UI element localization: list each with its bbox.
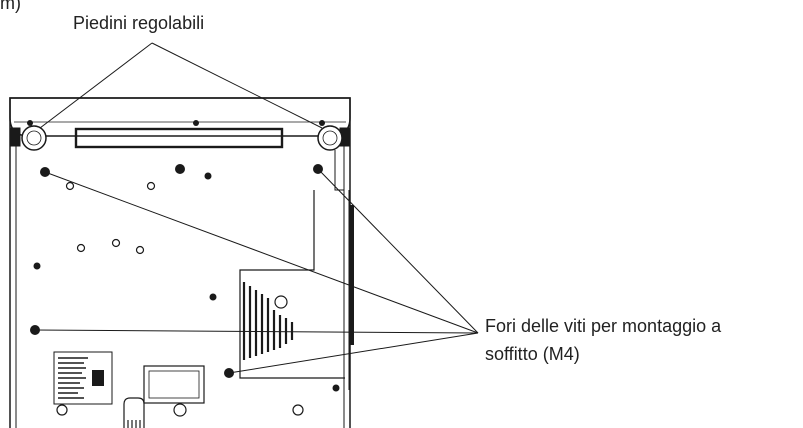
ceiling-holes-label-line1: Fori delle viti per montaggio a (485, 316, 722, 336)
cut-caption-text: m) (0, 0, 21, 13)
screw-hole-icon (33, 262, 41, 270)
leader-hole-2 (317, 168, 479, 334)
screw-hole-icon (204, 172, 212, 180)
vent-slats (242, 282, 294, 360)
bottom-recess (143, 365, 205, 404)
leader-hole-3 (34, 329, 479, 334)
screw-hole-icon (209, 293, 217, 301)
cable-teeth (127, 420, 141, 428)
ceiling-holes-label-line2: soffitto (M4) (485, 344, 580, 364)
vent-slot (74, 127, 284, 149)
leader-hole-1 (44, 171, 479, 334)
open-holes (56, 181, 304, 417)
leader-lines (34, 42, 479, 374)
adjustable-foot-right (317, 125, 351, 151)
leader-feet-right (151, 42, 323, 129)
screw-hole-icon (175, 164, 185, 174)
bottom-recess-inner (148, 370, 200, 399)
right-ridge (334, 150, 344, 191)
top-markers (27, 120, 325, 126)
cable-holder (123, 397, 145, 428)
adjustable-feet-label: Piedini regolabili (73, 13, 205, 33)
leader-feet-left (39, 42, 153, 129)
terminal-panel (53, 351, 113, 405)
rating-label-lines (58, 357, 104, 399)
adjustable-foot-left (9, 125, 47, 151)
lamp-cover-panel (239, 190, 345, 379)
leader-hole-4 (228, 332, 479, 374)
screw-hole-icon (332, 384, 340, 392)
